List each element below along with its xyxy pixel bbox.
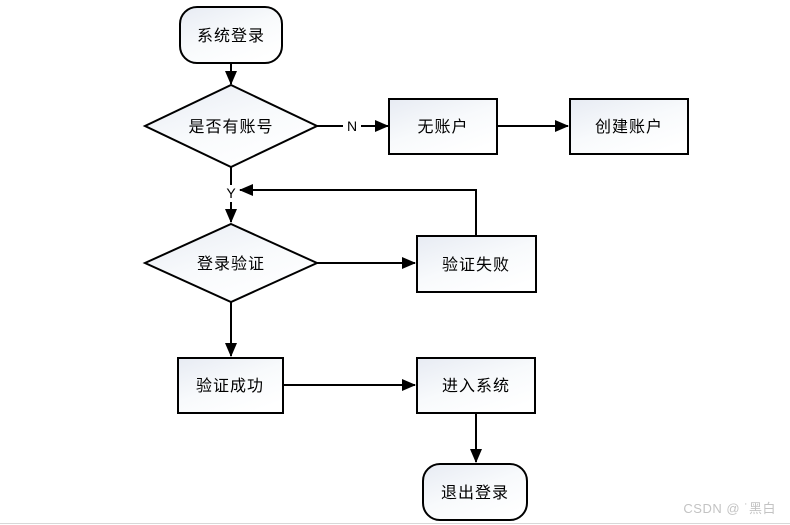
node-verify-success-label: 验证成功	[196, 377, 264, 395]
node-logout-shape	[422, 463, 528, 521]
node-login-verify-decision-shape	[142, 222, 320, 304]
watermark: CSDN @ ˙黑白	[683, 501, 776, 516]
node-system-login-label: 系统登录	[197, 27, 265, 45]
bottom-divider	[0, 523, 790, 524]
node-system-login-shape	[179, 6, 283, 64]
node-create-account-shape	[569, 98, 689, 155]
node-verify-fail-shape	[416, 235, 537, 293]
node-enter-system-shape	[416, 357, 536, 414]
edge-label-n-mask	[343, 117, 361, 135]
node-no-account-shape	[388, 98, 498, 155]
edge-label-y: Y	[226, 185, 236, 201]
edge-label-n: N	[347, 118, 357, 134]
node-no-account-label: 无账户	[417, 118, 468, 136]
edge-label-y-mask	[223, 185, 239, 202]
node-verify-success-shape	[177, 357, 284, 414]
edge-verify-fail-loopback	[239, 184, 477, 236]
node-verify-fail-label: 验证失败	[442, 256, 510, 274]
node-login-verify-label: 登录验证	[197, 255, 265, 273]
node-has-account-decision-shape	[142, 83, 320, 169]
node-create-account-label: 创建账户	[595, 118, 663, 136]
node-has-account-label: 是否有账号	[188, 118, 273, 136]
node-enter-system-label: 进入系统	[442, 377, 510, 395]
node-logout-label: 退出登录	[441, 484, 509, 502]
